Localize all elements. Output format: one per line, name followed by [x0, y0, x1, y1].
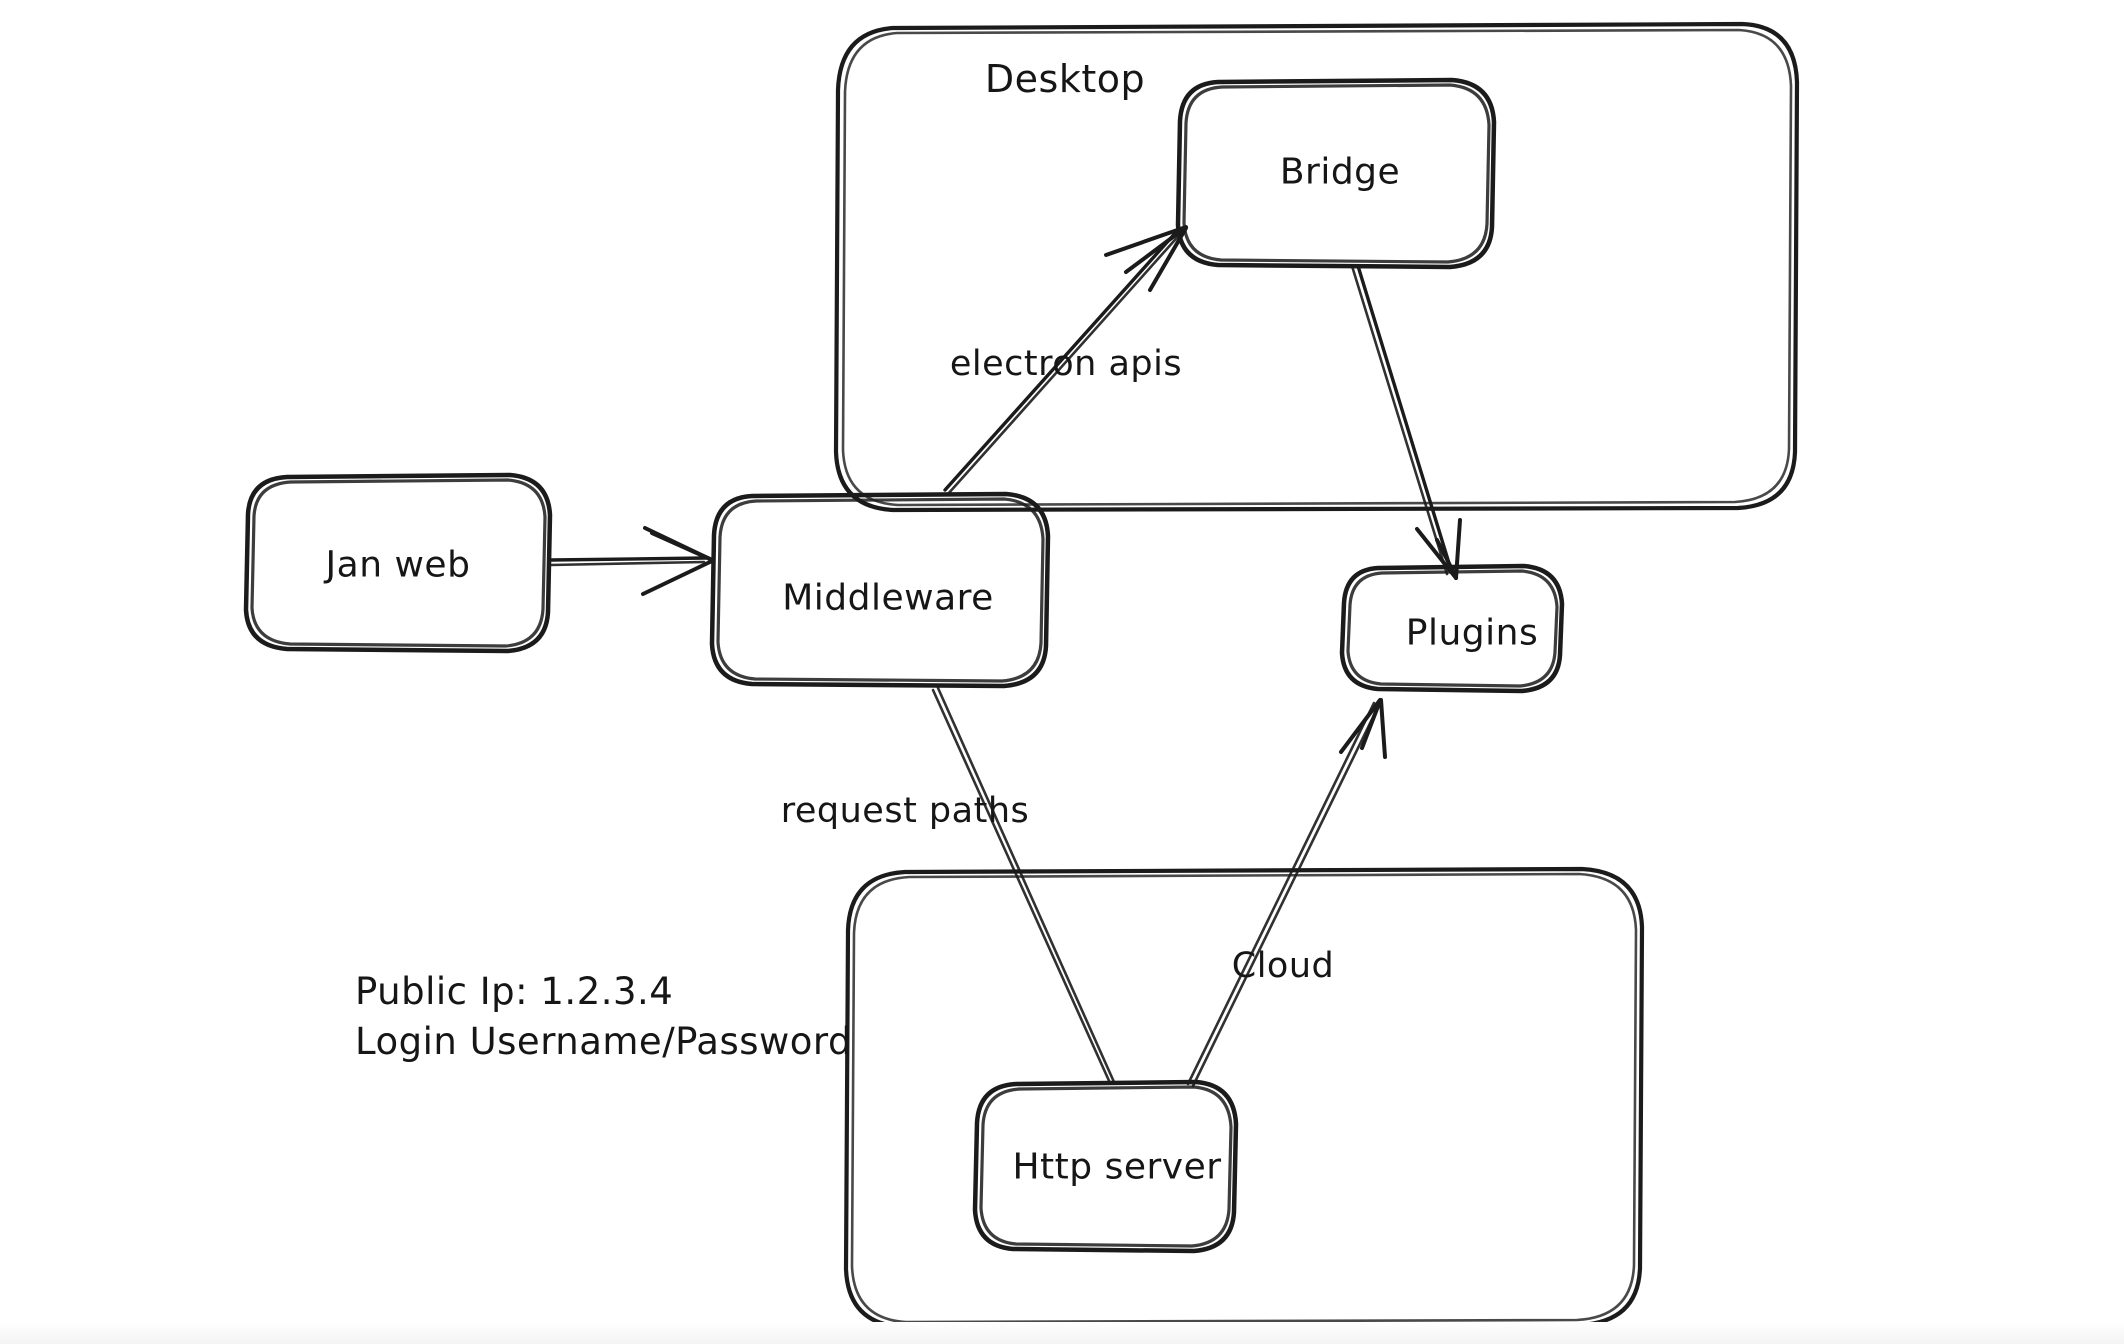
- group-desktop[interactable]: [833, 21, 1800, 513]
- group-label-desktop: Desktop: [984, 57, 1146, 101]
- group-label-cloud: Cloud: [1231, 946, 1335, 986]
- edge-bridge-to-plugins: [1350, 264, 1462, 580]
- node-http-server[interactable]: [972, 1079, 1239, 1254]
- edge-jan-web-to-middleware: [549, 526, 714, 596]
- edge-label-request-paths: request paths: [780, 791, 1030, 831]
- node-plugins[interactable]: [1339, 563, 1565, 694]
- edge-middleware-to-bridge: [943, 225, 1188, 496]
- group-cloud[interactable]: [843, 866, 1645, 1330]
- node-label-http-server: Http server: [1012, 1146, 1222, 1188]
- node-label-middleware: Middleware: [782, 577, 994, 619]
- node-bridge[interactable]: [1175, 77, 1497, 270]
- bottom-edge-band: [0, 1322, 2124, 1344]
- credentials-note-line-login: Login Username/Password: [355, 1019, 852, 1063]
- credentials-note: Public Ip: 1.2.3.4 Login Username/Passwo…: [355, 967, 852, 1067]
- credentials-note-line-public-ip: Public Ip: 1.2.3.4: [355, 970, 674, 1013]
- edge-label-electron-apis: electron apis: [949, 344, 1183, 384]
- node-jan-web[interactable]: [243, 472, 553, 654]
- node-label-jan-web: Jan web: [325, 544, 471, 586]
- node-middleware[interactable]: [709, 491, 1051, 689]
- edge-middleware-to-http-server: [931, 686, 1116, 1085]
- node-label-bridge: Bridge: [1279, 151, 1401, 193]
- node-label-plugins: Plugins: [1405, 612, 1539, 654]
- edge-http-server-to-plugins: [1186, 698, 1387, 1088]
